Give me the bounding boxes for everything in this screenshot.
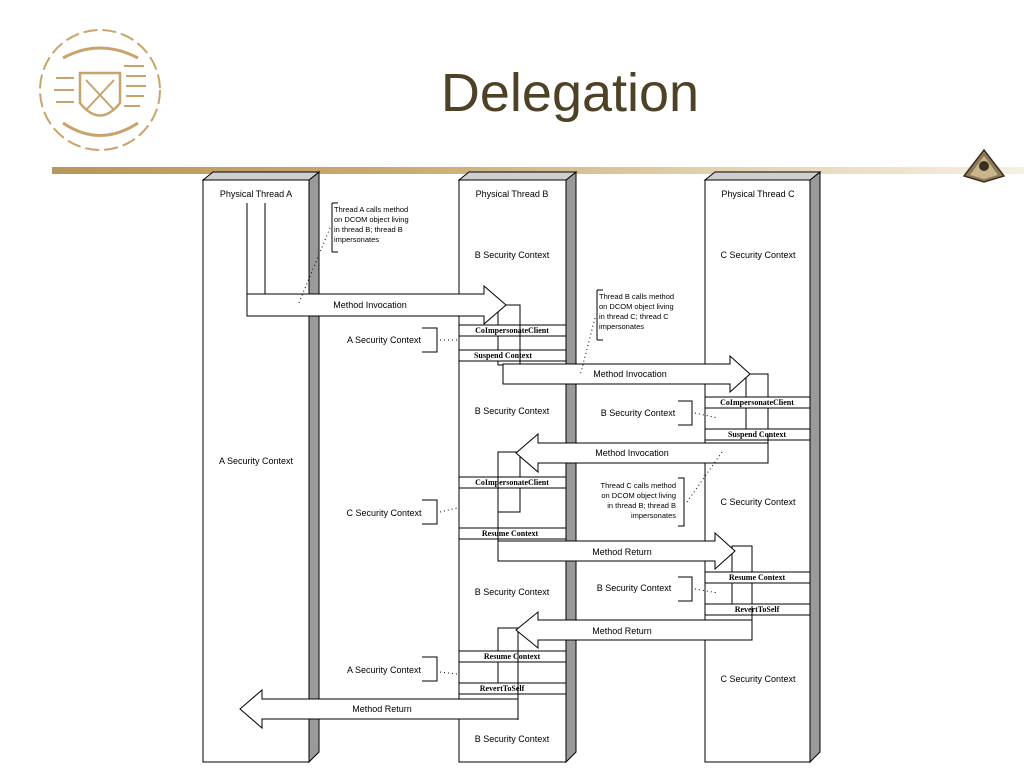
thread-c-column [703,170,822,764]
svg-text:on DCOM object living: on DCOM object living [334,215,409,224]
call-label: RevertToSelf [480,684,525,693]
method-invocation-arrow: Method Invocation [502,354,751,394]
arrow-label: Method Invocation [595,448,669,458]
side-context-b-1: B Security Context [601,400,719,426]
method-return-arrow: Method Return [515,610,753,650]
thread-c-context: C Security Context [720,250,796,260]
mascot-logo-icon [962,148,1006,183]
thread-a-column [201,170,321,764]
thread-b-context: B Security Context [475,250,550,260]
svg-text:A Security Context: A Security Context [347,335,422,345]
note-thread-a: Thread A calls method on DCOM object liv… [297,202,409,306]
method-invocation-arrow: Method Invocation [515,432,769,474]
thread-b-context: B Security Context [475,406,550,416]
svg-text:in thread B; thread B: in thread B; thread B [334,225,403,234]
arrow-label: Method Return [592,626,652,636]
svg-text:in thread C; thread C: in thread C; thread C [599,312,669,321]
call-label: Suspend Context [474,351,532,360]
svg-text:in thread B; thread B: in thread B; thread B [607,501,676,510]
side-context-a-2: A Security Context [347,656,458,682]
thread-b-context: B Security Context [475,734,550,744]
svg-text:on DCOM object living: on DCOM object living [599,302,674,311]
call-label: CoImpersonateClient [475,478,549,487]
svg-text:impersonates: impersonates [631,511,676,520]
arrow-label: Method Invocation [593,369,667,379]
call-label: Resume Context [729,573,786,582]
thread-a-label: Physical Thread A [220,189,292,199]
title-divider [52,167,1024,174]
svg-text:C Security Context: C Security Context [346,508,422,518]
method-return-arrow: Method Return [497,531,736,571]
slide-title: Delegation [440,63,700,123]
svg-text:on DCOM object living: on DCOM object living [601,491,676,500]
thread-b-context: B Security Context [475,587,550,597]
svg-text:Thread B calls method: Thread B calls method [599,292,674,301]
thread-c-label: Physical Thread C [721,189,795,199]
thread-c-context: C Security Context [720,674,796,684]
thread-b-label: Physical Thread B [476,189,549,199]
arrow-label: Method Invocation [333,300,407,310]
side-context-b-2: B Security Context [597,576,719,602]
svg-text:B Security Context: B Security Context [601,408,676,418]
call-label: RevertToSelf [735,605,780,614]
arrow-label: Method Return [352,704,412,714]
call-label: Suspend Context [728,430,786,439]
note-thread-c: Thread C calls method on DCOM object liv… [601,451,723,527]
svg-text:impersonates: impersonates [334,235,379,244]
svg-text:impersonates: impersonates [599,322,644,331]
thread-a-context: A Security Context [219,456,294,466]
university-seal-icon [39,29,161,151]
thread-c-call-stripes: CoImpersonateClient Suspend Context Resu… [704,396,811,616]
arrow-label: Method Return [592,547,652,557]
side-context-a-1: A Security Context [347,327,457,353]
call-label: CoImpersonateClient [720,398,794,407]
side-context-c: C Security Context [346,499,458,525]
call-label: Resume Context [484,652,541,661]
svg-text:Thread C calls method: Thread C calls method [601,481,676,490]
svg-text:A Security Context: A Security Context [347,665,422,675]
call-label: CoImpersonateClient [475,326,549,335]
method-invocation-arrow: Method Invocation [246,284,507,326]
method-return-arrow: Method Return [239,688,519,730]
thread-b-call-stripes: CoImpersonateClient Suspend Context CoIm… [458,324,567,695]
thread-c-context: C Security Context [720,497,796,507]
note-thread-b: Thread B calls method on DCOM object liv… [579,289,674,377]
call-label: Resume Context [482,529,539,538]
svg-text:B Security Context: B Security Context [597,583,672,593]
svg-text:Thread A calls method: Thread A calls method [334,205,408,214]
